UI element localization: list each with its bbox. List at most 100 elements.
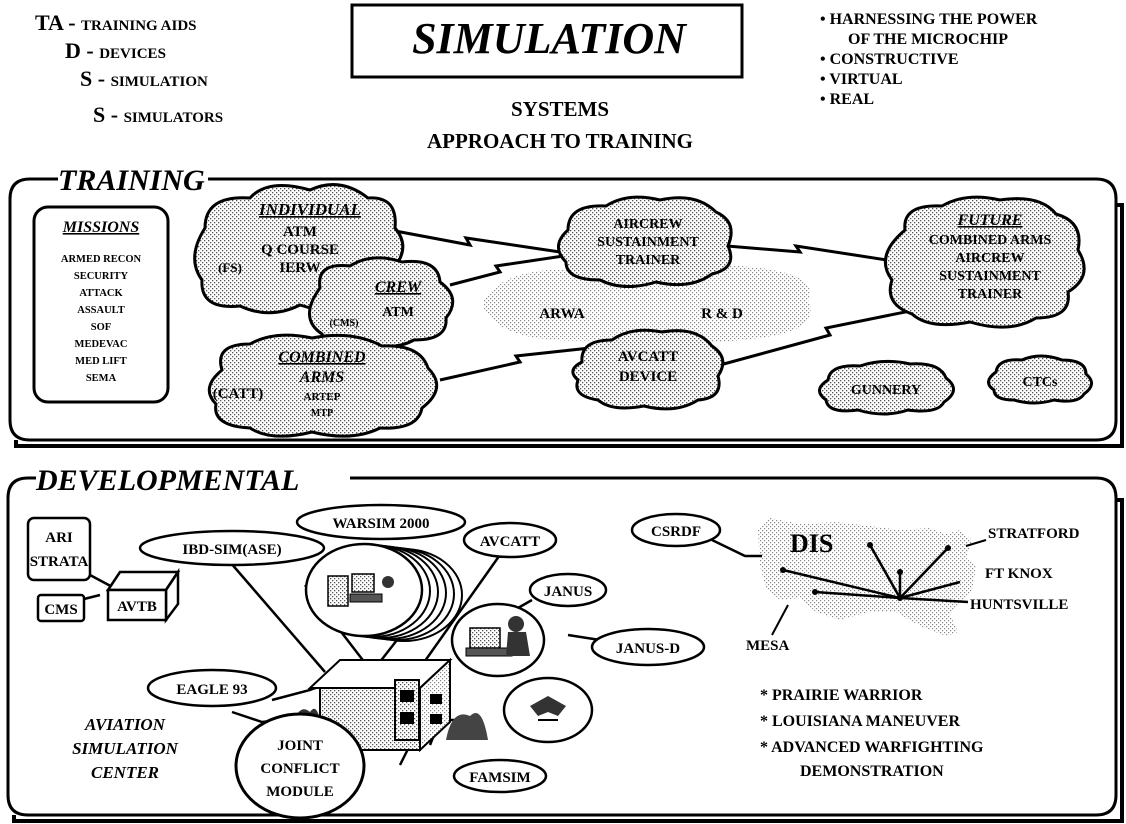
ft-knox-label: FT KNOX — [985, 566, 1053, 582]
huntsville-label: HUNTSVILLE — [970, 597, 1068, 613]
ctcs-cloud: CTCs — [987, 354, 1093, 405]
bullet-item: • REAL — [820, 91, 874, 108]
acronym-row: TA - TRAINING AIDS — [35, 10, 197, 35]
individual-tag: (FS) — [218, 260, 242, 275]
mission-item: SEMA — [86, 373, 117, 384]
acronym-row: S - SIMULATORS — [93, 102, 223, 127]
training-panel: TRAINING — [8, 164, 1124, 448]
aviation-simulation-center-label: AVIATION SIMULATION CENTER — [72, 715, 179, 782]
ari-strata-box: ARI STRATA — [26, 516, 92, 582]
combined-line: MTP — [311, 408, 333, 419]
dis-us-map: DIS — [758, 518, 976, 636]
developmental-heading: DEVELOPMENTAL — [35, 464, 299, 497]
janus-d-label: JANUS-D — [616, 641, 680, 657]
bullet-item: • HARNESSING THE POWER — [820, 11, 1038, 28]
arwa-label: ARWA — [539, 306, 584, 322]
stratford-label: STRATFORD — [988, 526, 1080, 542]
rnd-label: R & D — [701, 306, 743, 322]
training-heading: TRAINING — [58, 164, 205, 197]
computer-stack — [304, 542, 463, 642]
mesa-link — [771, 604, 789, 636]
janus-ellipse: JANUS — [528, 572, 608, 608]
acronym-row: S - SIMULATION — [80, 66, 208, 91]
future-cloud: FUTURE COMBINED ARMS AIRCREW SUSTAINMENT… — [883, 195, 1086, 329]
mission-item: ATTACK — [79, 288, 123, 299]
title-box — [350, 3, 744, 79]
cms-box: CMS — [36, 593, 86, 623]
exercise-list: * PRAIRIE WARRIOR * LOUISIANA MANEUVER *… — [760, 687, 984, 780]
individual-heading: INDIVIDUAL — [258, 200, 361, 219]
mission-item: MEDEVAC — [75, 339, 128, 350]
joint-conflict-module-ellipse: JOINT CONFLICT MODULE — [234, 712, 366, 820]
combined-heading: COMBINED — [278, 349, 366, 366]
mission-item: ARMED RECON — [61, 254, 142, 265]
future-line: TRAINER — [958, 287, 1023, 302]
eagle-93-ellipse: EAGLE 93 — [146, 668, 278, 708]
cms-label: CMS — [44, 602, 77, 618]
famsim-ellipse: FAMSIM — [452, 758, 548, 794]
center-line: SIMULATION — [72, 739, 179, 758]
mesa-label: MESA — [746, 638, 790, 654]
gunnery-cloud: GUNNERY — [818, 359, 955, 416]
jcm-line: CONFLICT — [260, 761, 339, 777]
crew-line: ATM — [382, 305, 414, 320]
missions-box: MISSIONS ARMED RECON SECURITY ATTACK ASS… — [32, 205, 170, 404]
aircrew-line: AIRCREW — [613, 217, 682, 232]
combined-line: ARTEP — [304, 391, 341, 403]
avcatt-device-cloud: AVCATT DEVICE — [571, 328, 725, 411]
mission-item: SOF — [91, 322, 111, 333]
mission-item: ASSAULT — [77, 305, 124, 316]
acronym-legend: TA - TRAINING AIDS D - DEVICES S - SIMUL… — [35, 10, 223, 127]
individual-line: Q COURSE — [261, 242, 339, 258]
army-eagle-emblem-icon — [502, 676, 594, 744]
janus-label: JANUS — [544, 584, 592, 600]
mission-item: SECURITY — [74, 271, 129, 282]
bullet-item-continuation: OF THE MICROCHIP — [848, 31, 1008, 48]
future-line: COMBINED ARMS — [929, 233, 1052, 248]
future-line: SUSTAINMENT — [939, 269, 1041, 284]
gunnery-label: GUNNERY — [851, 383, 921, 398]
jcm-line: JOINT — [277, 738, 323, 754]
ctcs-label: CTCs — [1022, 375, 1058, 390]
center-line: CENTER — [91, 763, 159, 782]
avcatt-ellipse: AVCATT — [462, 521, 558, 559]
strata-line: STRATA — [30, 554, 89, 570]
aircrew-line: TRAINER — [616, 253, 681, 268]
ibd-sim-ellipse: IBD-SIM(ASE) — [138, 529, 326, 567]
jcm-line: MODULE — [266, 784, 334, 800]
combined-heading-2: ARMS — [299, 369, 345, 386]
subtitle-line-2: APPROACH TO TRAINING — [427, 129, 693, 153]
combined-arms-cloud: COMBINED ARMS ARTEP MTP (CATT) — [207, 333, 439, 438]
warsim-ellipse: WARSIM 2000 — [295, 503, 467, 541]
avcatt-dev-label: AVCATT — [480, 534, 540, 550]
crew-cloud: CREW ATM (CMS) — [308, 256, 455, 348]
avtb-label: AVTB — [117, 599, 157, 615]
subtitle-line-1: SYSTEMS — [511, 97, 609, 121]
csrdf-label: CSRDF — [651, 524, 701, 540]
operator-terminal-icon — [450, 602, 546, 678]
future-heading: FUTURE — [957, 212, 1023, 229]
eagle-93-label: EAGLE 93 — [176, 682, 247, 698]
stratford-link — [965, 539, 987, 547]
ibd-sim-label: IBD-SIM(ASE) — [182, 542, 281, 558]
individual-line: IERW — [279, 260, 320, 276]
slide-title: SIMULATION — [412, 14, 688, 63]
combined-tag: (CATT) — [213, 386, 264, 402]
individual-line: ATM — [283, 224, 317, 240]
avcatt-line: AVCATT — [618, 349, 678, 365]
bullet-item: • VIRTUAL — [820, 71, 903, 88]
ari-line: ARI — [45, 530, 73, 546]
developmental-panel: DEVELOPMENTAL — [6, 464, 1124, 823]
aircrew-sustainment-cloud: AIRCREW SUSTAINMENT TRAINER — [557, 195, 733, 288]
missions-heading: MISSIONS — [62, 219, 140, 236]
future-line: AIRCREW — [955, 251, 1024, 266]
exercise-item-continuation: DEMONSTRATION — [800, 763, 944, 780]
lightning-connectors — [389, 228, 926, 382]
csrdf-ellipse: CSRDF — [630, 512, 722, 548]
bullet-list: • HARNESSING THE POWER OF THE MICROCHIP … — [820, 11, 1038, 108]
center-line: AVIATION — [84, 715, 166, 734]
exercise-item: * LOUISIANA MANEUVER — [760, 713, 960, 730]
arwa-rnd-region: ARWA R & D — [483, 263, 811, 344]
mission-item: MED LIFT — [75, 356, 127, 367]
